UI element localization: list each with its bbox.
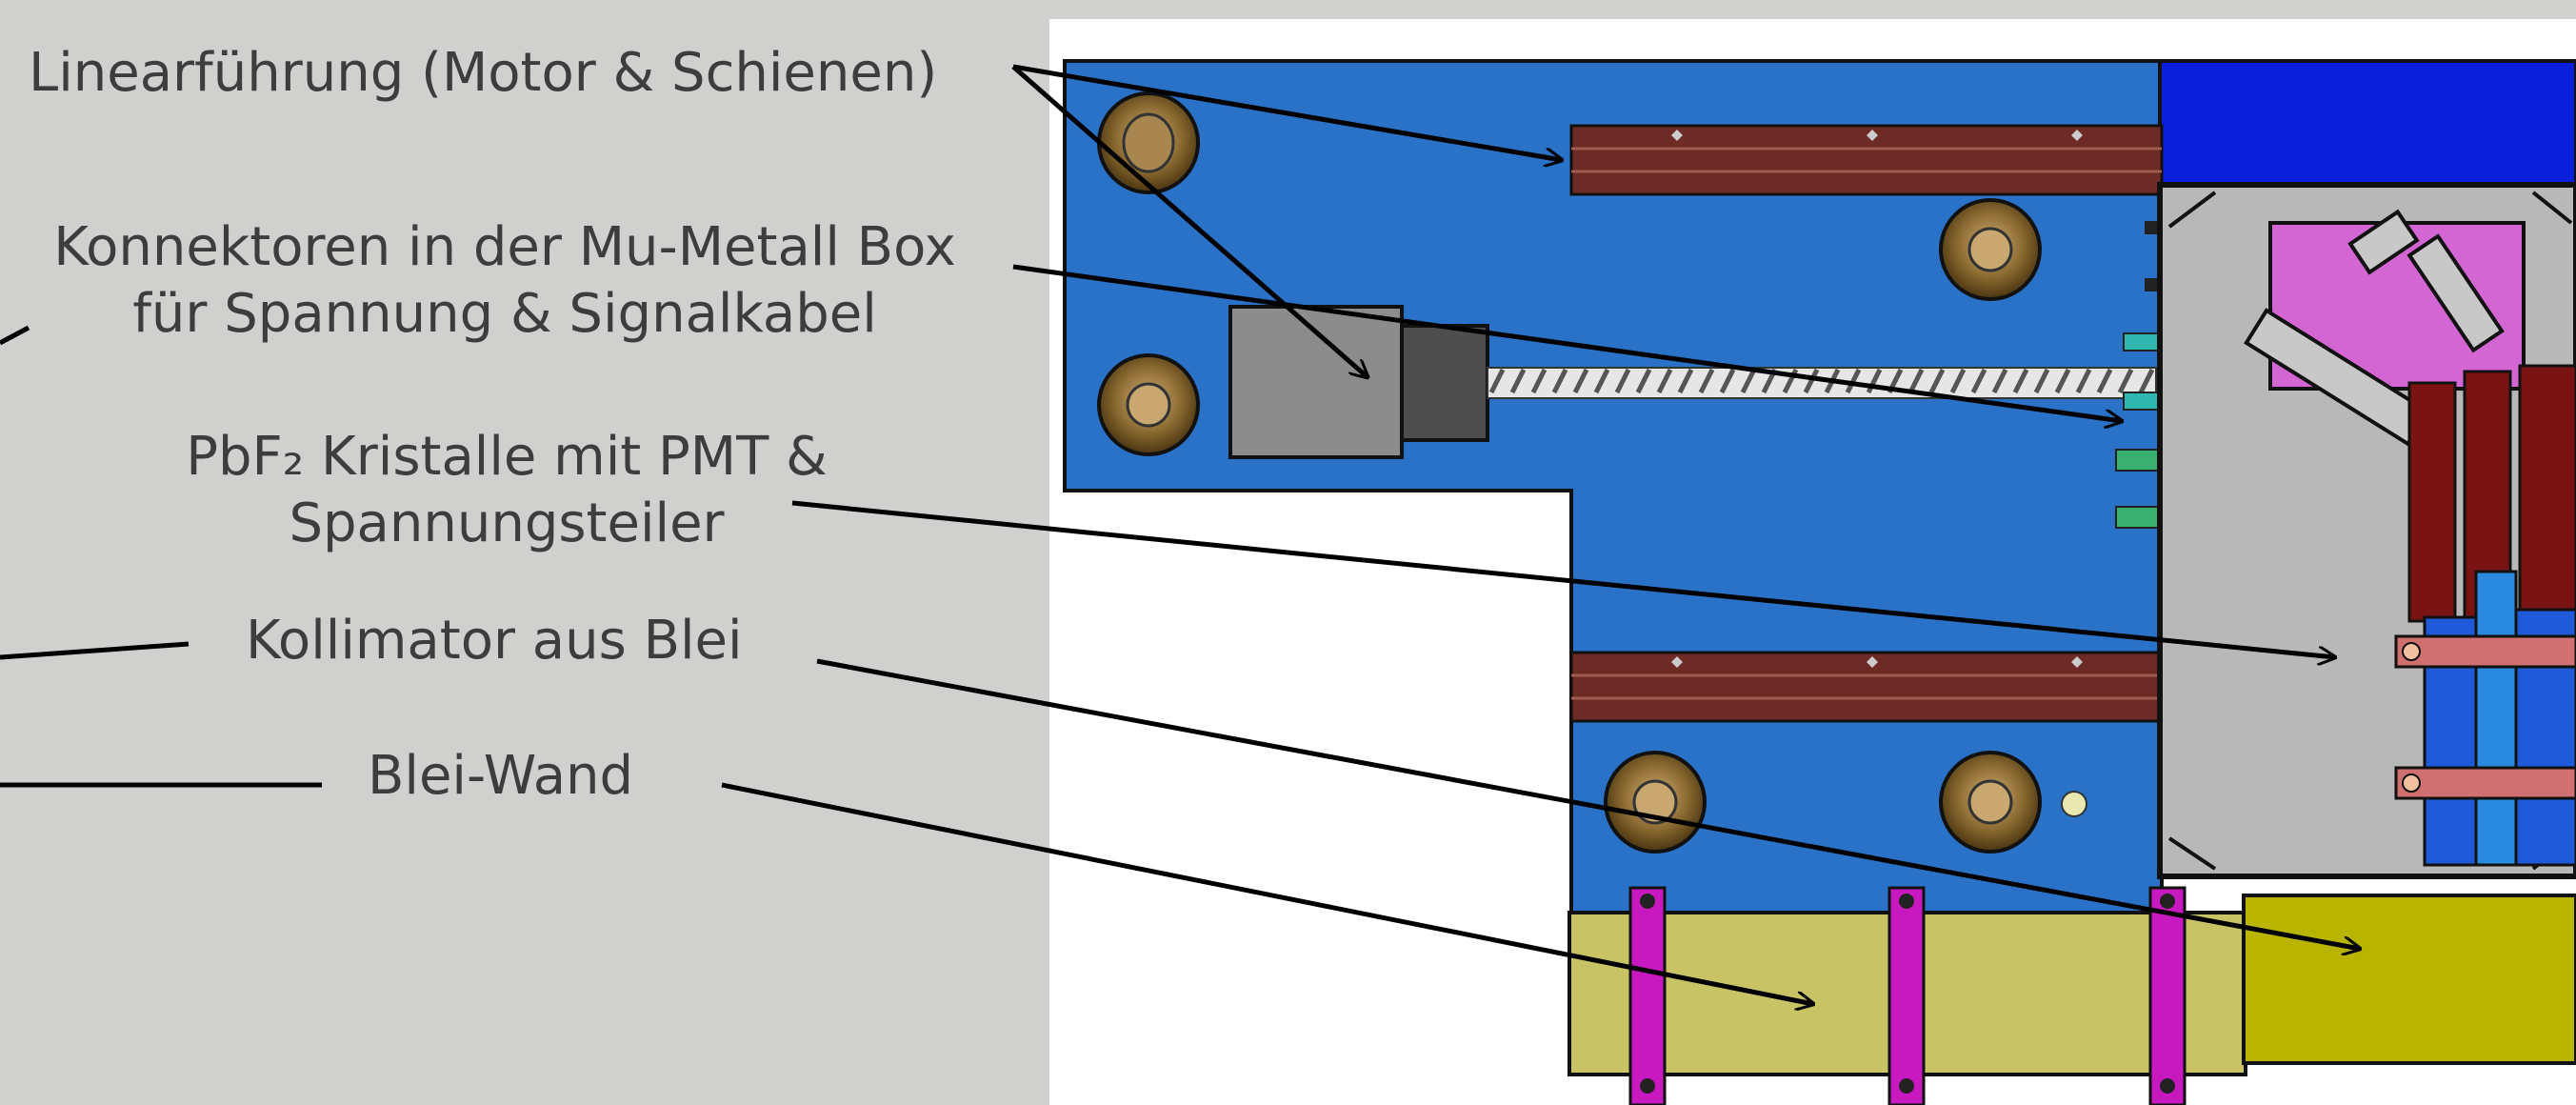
- label-linear-guide-text: Linearführung (Motor & Schienen): [29, 42, 938, 104]
- arrow-collimator: [816, 658, 2360, 949]
- crystal-holder: [2244, 209, 2526, 447]
- label-crystals: PbF₂ Kristalle mit PMT & Spannungsteiler: [126, 424, 888, 557]
- arrow-linear-to-rail: [1012, 64, 1562, 160]
- label-connectors-line1: Konnektoren in der Mu-Metall Box: [53, 216, 956, 278]
- label-crystals-line1: PbF₂ Kristalle mit PMT &: [186, 426, 828, 488]
- bolt-upper-right: [1939, 198, 2042, 301]
- leader-lines: [0, 64, 2360, 1004]
- label-connectors: Konnektoren in der Mu-Metall Box für Spa…: [29, 214, 981, 348]
- label-collimator: Kollimator aus Blei: [246, 608, 743, 674]
- wall-straps: [1628, 886, 2187, 1105]
- bolt-left: [1097, 353, 1200, 456]
- label-collimator-text: Kollimator aus Blei: [246, 610, 743, 672]
- cropped-line-top: [0, 325, 30, 346]
- label-lead-wall: Blei-Wand: [368, 743, 633, 810]
- bolt-lower-middle: [1604, 751, 1707, 854]
- lead-screw: [1487, 367, 2157, 399]
- arrow-lead-wall: [721, 782, 1813, 1004]
- top-bar: [2158, 59, 2576, 187]
- bolt-lower-right: [1939, 751, 2042, 854]
- label-linear-guide: Linearführung (Motor & Schienen): [29, 40, 937, 107]
- label-crystals-line2: Spannungsteiler: [289, 492, 725, 554]
- photomultipliers: [2394, 364, 2576, 867]
- arrow-crystals: [791, 500, 2335, 657]
- bolts: [1097, 91, 2087, 854]
- lower-rail: [1569, 651, 2164, 723]
- label-connectors-line2: für Spannung & Signalkabel: [132, 283, 877, 345]
- bolt-top-left: [1097, 91, 1200, 194]
- label-lead-wall-text: Blei-Wand: [368, 745, 634, 807]
- arrow-connectors: [1012, 264, 2122, 421]
- arrow-linear-to-motor: [1011, 65, 1368, 377]
- cropped-line-middle: [0, 641, 190, 660]
- upper-rail: [1569, 124, 2164, 196]
- collimator: [2242, 894, 2576, 1065]
